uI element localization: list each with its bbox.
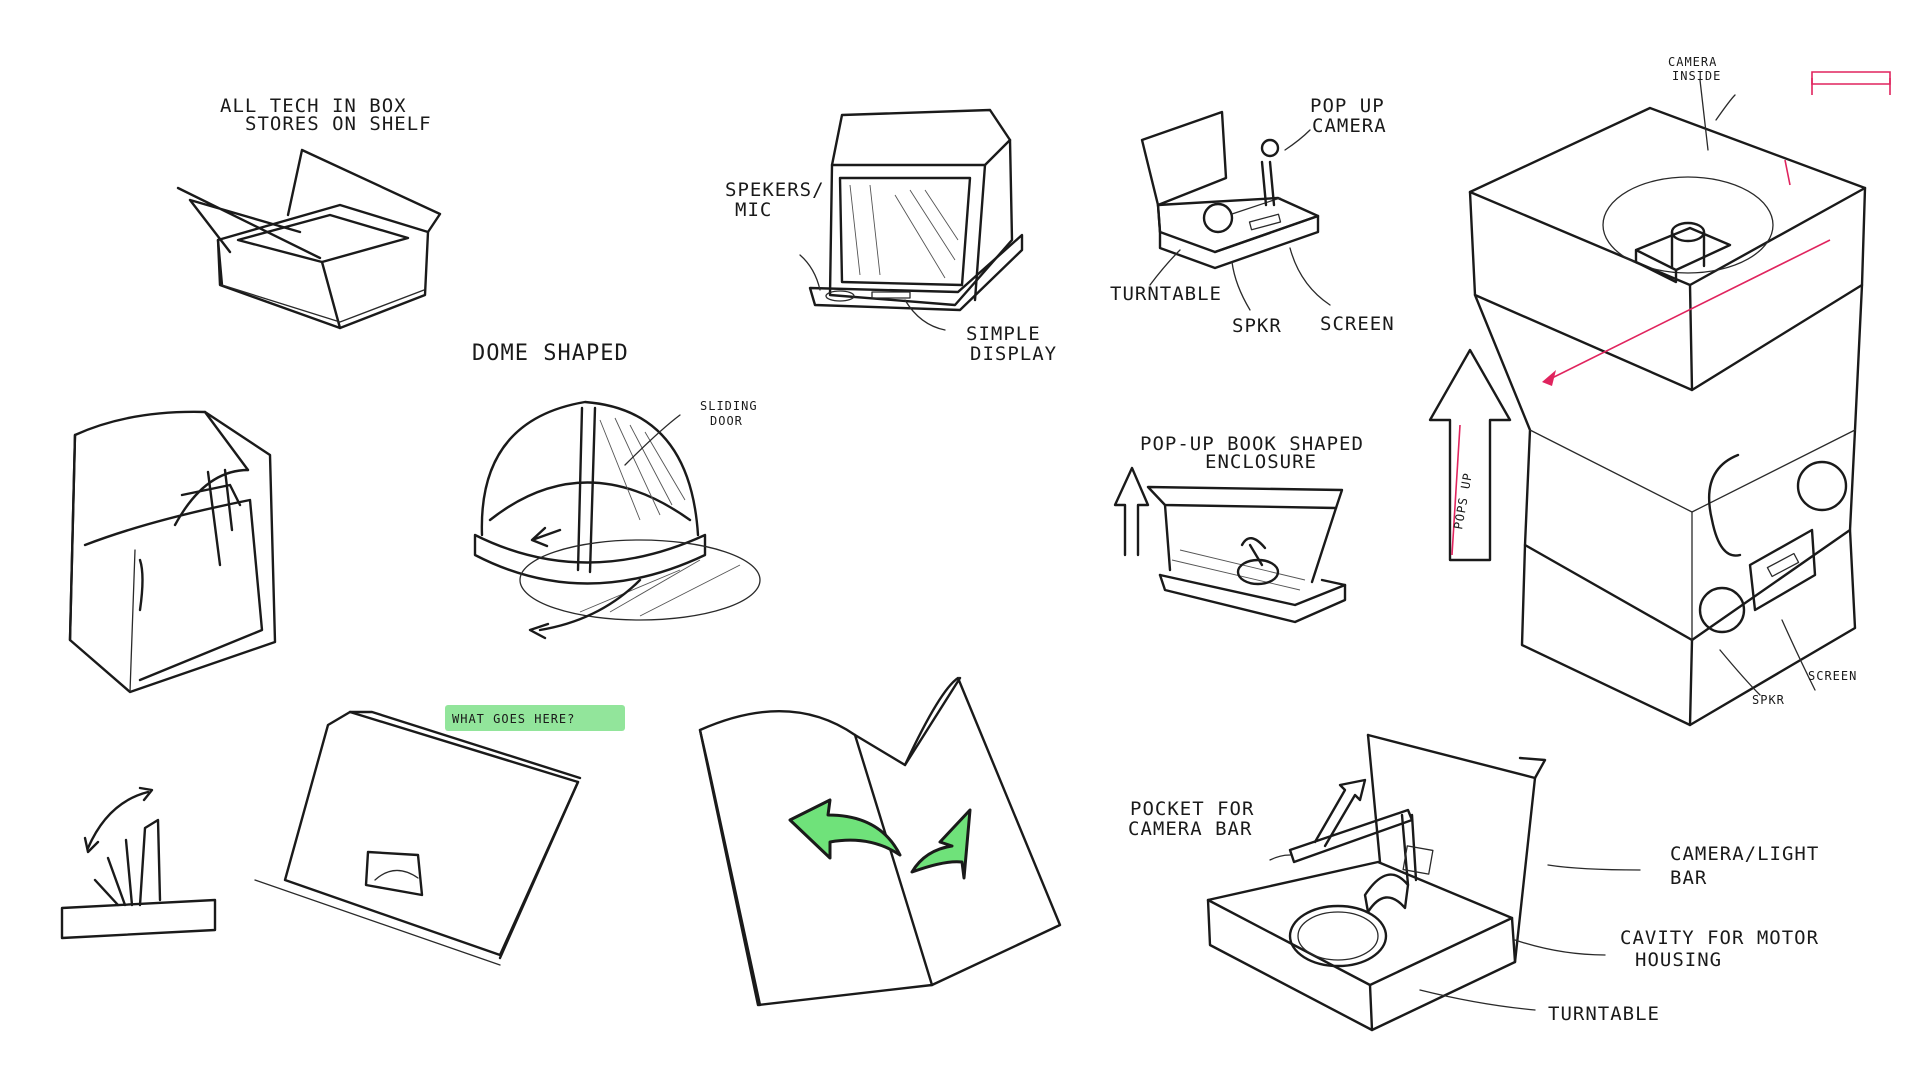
label-all-tech-line1: ALL TECH IN BOX (220, 95, 407, 117)
label-camera-inside-line1: CAMERA (1668, 55, 1717, 69)
sketch-dome (473, 400, 761, 640)
label-screen-right: SCREEN (1808, 669, 1857, 683)
sketch-cube-display (799, 108, 1024, 331)
label-spkr-right: SPKR (1752, 693, 1785, 707)
label-what-goes-here: WHAT GOES HERE? (452, 712, 575, 726)
label-popup-camera-line1: POP UP (1310, 95, 1385, 117)
sketch-flip-panel (60, 786, 217, 940)
label-camera-light-line2: BAR (1670, 867, 1707, 889)
label-sliding-line1: SLIDING (700, 399, 758, 413)
label-simple-line1: SIMPLE (966, 323, 1041, 345)
label-cavity-line1: CAVITY FOR MOTOR (1620, 927, 1819, 949)
label-popup-book-line2: ENCLOSURE (1205, 451, 1317, 473)
label-screen-top: SCREEN (1320, 313, 1395, 335)
label-turntable-top: TURNTABLE (1110, 283, 1222, 305)
label-camera-light-line1: CAMERA/LIGHT (1670, 843, 1819, 865)
sketch-popup-camera-tray (1140, 110, 1331, 311)
label-cavity-line2: HOUSING (1635, 949, 1722, 971)
label-all-tech-line2: STORES ON SHELF (245, 113, 432, 135)
label-popup-camera-line2: CAMERA (1312, 115, 1387, 137)
sketch-open-box (176, 148, 442, 330)
sketch-house-enclosure (68, 410, 277, 694)
sketch-popup-tower (1428, 71, 1891, 727)
label-pocket-line1: POCKET FOR (1130, 798, 1254, 820)
label-spekers-line2: MIC (735, 199, 772, 221)
label-turntable-bottom: TURNTABLE (1548, 1003, 1660, 1025)
sketch-what-goes-here (254, 710, 582, 966)
sketch-camera-bar-box (1206, 733, 1641, 1032)
sketch-book-arrows (698, 676, 1062, 1007)
label-sliding-line2: DOOR (710, 414, 743, 428)
arrow-left-green (788, 798, 902, 860)
label-dome-shaped: DOME SHAPED (472, 341, 629, 366)
label-spekers-line1: SPEKERS/ (725, 179, 825, 201)
label-camera-inside-line2: INSIDE (1672, 69, 1721, 83)
highlight-what-goes-here (445, 705, 625, 731)
label-simple-line2: DISPLAY (970, 343, 1057, 365)
label-pocket-line2: CAMERA BAR (1128, 818, 1252, 840)
sketch-popup-book (1113, 466, 1347, 624)
arrow-right-green (910, 808, 972, 880)
label-spkr-top: SPKR (1232, 315, 1282, 337)
label-popup-book-line1: POP-UP BOOK SHAPED (1140, 433, 1364, 455)
